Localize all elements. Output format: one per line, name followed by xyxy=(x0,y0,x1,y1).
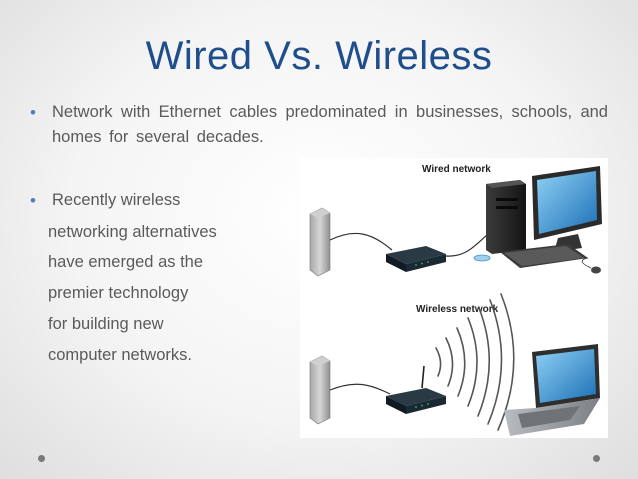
keyboard-icon xyxy=(500,244,588,268)
disc-icon xyxy=(473,254,491,262)
wireless-network-label: Wireless network xyxy=(416,304,499,315)
wired-cable xyxy=(329,232,393,251)
network-illustration xyxy=(309,166,602,436)
bullet-2-line: for building new xyxy=(48,315,164,333)
wireless-server-cable xyxy=(329,383,391,395)
bullet-1-text: Network with Ethernet cables predominate… xyxy=(52,103,608,146)
bullet-2-text: Recently wireless xyxy=(52,191,181,209)
slide-title: Wired Vs. Wireless xyxy=(145,34,493,78)
bullet-2: • Recently wireless xyxy=(30,188,181,213)
laptop-icon xyxy=(504,344,600,436)
bullet-1: • Network with Ethernet cables predomina… xyxy=(30,100,608,150)
bullet-2-line: networking alternatives xyxy=(48,223,217,241)
bullet-marker: • xyxy=(30,103,36,122)
network-diagram: Wired network Wireless network xyxy=(300,158,608,438)
wireless-router-icon xyxy=(386,365,446,414)
wired-modem-icon xyxy=(386,246,446,272)
bullet-2-line: computer networks. xyxy=(48,346,192,364)
bullet-marker: • xyxy=(30,191,36,210)
mouse-icon xyxy=(591,266,601,274)
wifi-signal-icon xyxy=(435,293,515,431)
corner-decoration-dot xyxy=(593,455,600,462)
bullet-2-line: premier technology xyxy=(48,284,189,302)
desktop-tower-icon xyxy=(486,180,526,254)
bullet-2-line: have emerged as the xyxy=(48,253,204,271)
wired-network-label: Wired network xyxy=(422,164,491,175)
corner-decoration-dot xyxy=(38,455,45,462)
wired-server-icon xyxy=(309,207,331,277)
monitor-icon xyxy=(532,166,602,252)
wireless-server-icon xyxy=(309,355,331,425)
